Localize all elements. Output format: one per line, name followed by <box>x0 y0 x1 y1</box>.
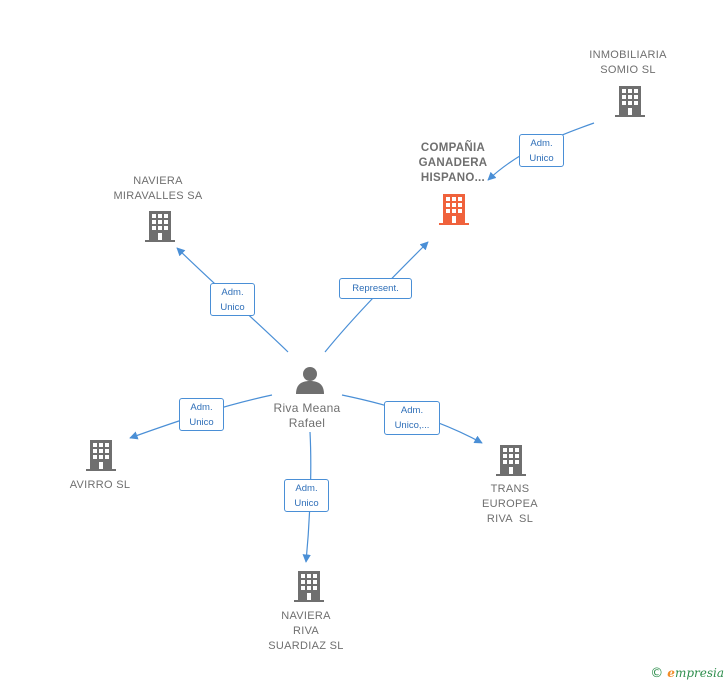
edge-label-line: Unico <box>220 302 245 313</box>
brand-logo-initial: e <box>667 666 675 680</box>
company-name-line: EUROPEA <box>482 498 538 510</box>
company-name-line: MIRAVALLES SA <box>113 190 203 202</box>
edge-label-line: Adm. <box>295 483 318 494</box>
company-name-line: COMPAÑIA <box>420 142 486 154</box>
copyright-symbol: © <box>650 666 664 681</box>
edge-label-person-avirro[interactable]: Adm. Unico <box>179 398 224 431</box>
person-label[interactable]: Riva Meana Rafael <box>247 401 367 431</box>
company-name-line: GANADERA <box>418 157 488 169</box>
company-label-trans[interactable]: TRANS EUROPEA RIVA SL <box>450 482 570 527</box>
edge-label-person-trans[interactable]: Adm. Unico,... <box>384 401 440 435</box>
building-icon[interactable] <box>294 571 324 602</box>
company-name-line: SOMIO SL <box>600 64 656 76</box>
company-name-line: HISPANO... <box>420 172 486 184</box>
edge-label-line: Adm. <box>190 402 213 413</box>
company-name-line: AVIRRO SL <box>69 479 131 491</box>
company-name-line: NAVIERA <box>133 175 183 187</box>
company-label-miravalles[interactable]: NAVIERA MIRAVALLES SA <box>98 174 218 204</box>
company-name-line: RIVA <box>292 625 320 637</box>
edge-label-line: Unico <box>294 498 319 509</box>
building-icon[interactable] <box>86 440 116 471</box>
edge-label-line: Unico <box>189 417 214 428</box>
company-name-line: TRANS <box>490 483 530 495</box>
edge-label-line: Unico,... <box>394 420 430 431</box>
building-icon[interactable] <box>145 211 175 242</box>
empresia-watermark: ©empresia <box>650 666 724 681</box>
building-icon[interactable] <box>615 86 645 117</box>
brand-logo-text: mpresia <box>674 666 724 680</box>
person-name-line: Rafael <box>288 416 326 430</box>
edge-label-line: Adm. <box>530 138 553 149</box>
edge-label-line: Adm. <box>221 287 244 298</box>
edge-label-inmobiliaria-compania[interactable]: Adm. Unico <box>519 134 564 167</box>
building-icon[interactable] <box>496 445 526 476</box>
building-icon[interactable] <box>439 194 469 225</box>
edge-label-person-suardiaz[interactable]: Adm. Unico <box>284 479 329 512</box>
company-name-line: NAVIERA <box>281 610 331 622</box>
company-label-inmobiliaria[interactable]: INMOBILIARIA SOMIO SL <box>568 48 688 78</box>
company-name-line: SUARDIAZ SL <box>268 640 344 652</box>
company-label-avirro[interactable]: AVIRRO SL <box>40 478 160 493</box>
edge-label-line: Represent. <box>352 283 399 294</box>
company-label-suardiaz[interactable]: NAVIERA RIVA SUARDIAZ SL <box>246 609 366 654</box>
edge-label-line: Unico <box>529 153 554 164</box>
person-icon[interactable] <box>296 367 324 394</box>
company-label-compania[interactable]: COMPAÑIA GANADERA HISPANO... <box>393 141 513 186</box>
company-name-line: RIVA SL <box>486 513 534 525</box>
edge-label-person-miravalles[interactable]: Adm. Unico <box>210 283 255 316</box>
company-name-line: INMOBILIARIA <box>589 49 667 61</box>
person-name-line: Riva Meana <box>273 401 341 415</box>
edge-label-line: Adm. <box>400 405 424 416</box>
edge-label-person-compania[interactable]: Represent. <box>339 278 412 299</box>
